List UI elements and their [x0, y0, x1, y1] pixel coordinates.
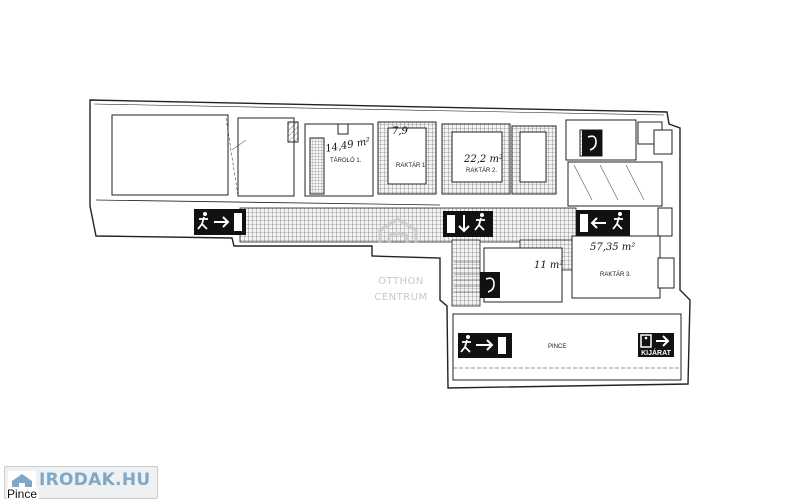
- house-logo-icon: [378, 216, 418, 243]
- room-label: RAKTÁR 2.: [466, 167, 497, 174]
- stairs: [454, 261, 480, 293]
- arrow-right-icon: [476, 339, 494, 351]
- exit-sign-center: [443, 211, 493, 237]
- outer-walls: [89, 99, 691, 389]
- room-area: 7,9: [392, 126, 409, 137]
- arrow-left-icon: [590, 217, 606, 229]
- lift-sign: [480, 272, 500, 298]
- room-area: 57,35 m²: [590, 242, 635, 253]
- running-man-icon: [460, 335, 471, 353]
- room-label: TÁROLÓ 1.: [330, 157, 362, 164]
- arrow-right-icon: [656, 335, 670, 347]
- left-rooms: [111, 114, 299, 197]
- exit-sign-right: [576, 210, 630, 236]
- room-label: PINCE: [548, 344, 566, 350]
- running-man-icon: [612, 212, 623, 230]
- ear-icon: [587, 135, 597, 151]
- lift-sign: [582, 130, 602, 156]
- arrow-down-icon: [458, 215, 470, 233]
- exit-sign-bottom: [458, 333, 512, 358]
- room-label: RAKTÁR 1.: [396, 162, 427, 169]
- exit-label: KIJÁRAT: [641, 348, 672, 357]
- watermark-line2: CENTRUM: [374, 292, 427, 303]
- ear-icon: [485, 277, 495, 293]
- running-man-icon: [474, 213, 485, 231]
- room-area: 22,2 m²: [463, 154, 503, 165]
- watermark: OTTHON CENTRUM: [374, 216, 427, 303]
- room-area: 11 m²: [534, 260, 563, 271]
- floor-caption: Pince: [7, 487, 40, 501]
- brand-name: IRODAK.HU: [39, 470, 151, 490]
- exit-sign-left: [194, 209, 246, 235]
- exit-sign-kijarat: KIJÁRAT: [638, 333, 674, 357]
- storage-rooms: [304, 119, 663, 197]
- arrow-right-icon: [214, 216, 230, 228]
- watermark-line1: OTTHON: [378, 276, 424, 287]
- running-man-icon: [197, 212, 208, 230]
- running-man-icon: [640, 334, 652, 348]
- room-label: RAKTÁR 3.: [600, 271, 631, 278]
